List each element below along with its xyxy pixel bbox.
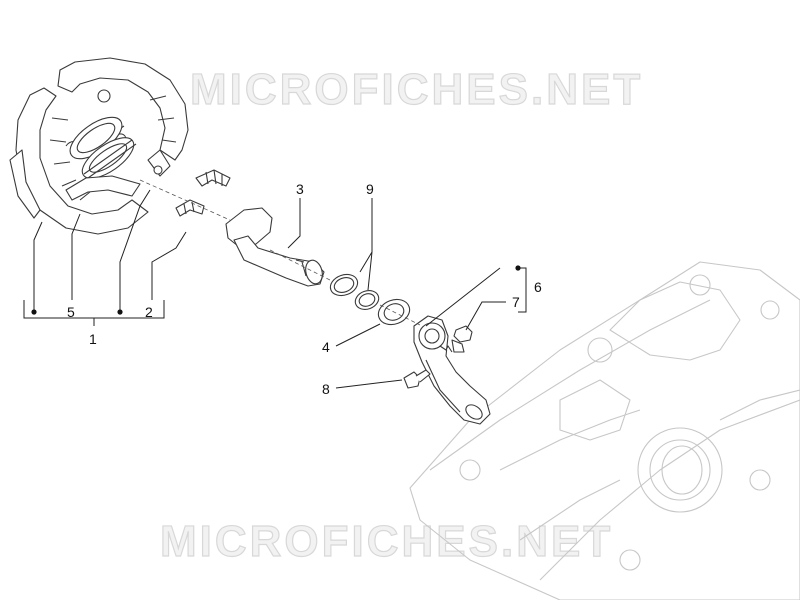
spring-lower — [81, 137, 137, 179]
callout-1: 1 — [89, 331, 97, 347]
spring-upper — [65, 116, 127, 160]
callout-4: 4 — [322, 339, 330, 355]
watermark-bottom: MICROFICHES.NET — [160, 517, 613, 566]
callout-7: 7 — [512, 294, 520, 310]
callout-8: 8 — [322, 381, 330, 397]
brake-cam-clip-upper — [195, 169, 231, 187]
brake-shoe-assembly — [9, 57, 189, 235]
nut-7 — [453, 325, 473, 343]
callout-2: 2 — [145, 304, 153, 320]
callout-3: 3 — [296, 181, 304, 197]
o-ring-9a — [329, 273, 359, 297]
watermark-top: MICROFICHES.NET — [190, 65, 643, 114]
o-ring-9b — [354, 290, 380, 310]
brake-lever — [413, 315, 491, 425]
brake-cam-clip-lower — [175, 199, 205, 217]
leader-lines — [23, 189, 527, 389]
bolt-8 — [403, 369, 431, 389]
callout-5: 5 — [67, 304, 75, 320]
assembly-axis — [139, 179, 421, 326]
brake-cam-shaft — [225, 207, 325, 287]
callout-9: 9 — [366, 181, 374, 197]
engine-casing — [409, 261, 800, 600]
callout-6: 6 — [534, 279, 542, 295]
callout-dots — [31, 265, 521, 315]
